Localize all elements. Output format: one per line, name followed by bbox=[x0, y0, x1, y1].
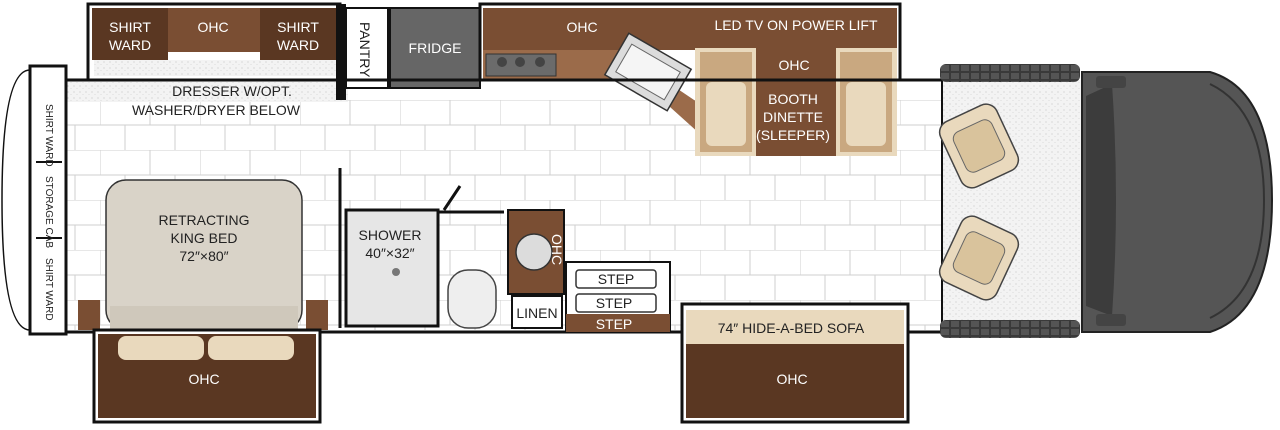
booth-label-1: BOOTH bbox=[768, 91, 818, 107]
passenger-seat bbox=[938, 215, 1020, 301]
booth-label-3: (SLEEPER) bbox=[756, 127, 830, 143]
nightstand-left bbox=[78, 300, 100, 330]
linen bbox=[511, 295, 563, 329]
pantry-label: PANTRY bbox=[357, 22, 373, 78]
booth-label-2: DINETTE bbox=[763, 109, 823, 125]
cab-nose bbox=[1081, 71, 1274, 333]
dresser-label-2: WASHER/DRYER BELOW bbox=[132, 102, 301, 118]
bath-door bbox=[442, 185, 462, 211]
booth-ohc-label: OHC bbox=[778, 57, 809, 73]
ohc-kitchen bbox=[483, 8, 695, 50]
mirror-bottom bbox=[1096, 314, 1126, 326]
mirror-top bbox=[1096, 76, 1126, 88]
ohc-sofa-slide bbox=[686, 344, 904, 418]
step-2 bbox=[575, 293, 657, 313]
step-3-label: STEP bbox=[596, 316, 633, 332]
shirt-ward-left-label-1: SHIRT bbox=[109, 19, 151, 35]
shirt-ward-right-label-1: SHIRT bbox=[277, 19, 319, 35]
nightstand-right bbox=[306, 300, 328, 330]
pillow-left bbox=[118, 336, 204, 360]
vanity-sink bbox=[515, 233, 553, 271]
rear-shirt-ward-top-label: SHIRT WARD bbox=[43, 104, 54, 167]
dresser-label-1: DRESSER W/OPT. bbox=[172, 83, 292, 99]
sofa-cushion bbox=[686, 310, 904, 344]
shower-label-2: 40″×32″ bbox=[365, 245, 414, 261]
dresser-carpet bbox=[60, 78, 348, 102]
shirt-ward-left-label-2: WARD bbox=[109, 37, 151, 53]
led-tv-label: LED TV ON POWER LIFT bbox=[714, 17, 878, 33]
step-1 bbox=[575, 269, 657, 289]
linen-label: LINEN bbox=[516, 305, 557, 321]
led-tv bbox=[695, 8, 897, 48]
shower-drain bbox=[392, 268, 400, 276]
shirt-ward-left bbox=[92, 8, 168, 60]
king-bed-label-1: RETRACTING bbox=[159, 212, 250, 228]
sofa-label: 74″ HIDE-A-BED SOFA bbox=[718, 320, 865, 336]
shower-label-1: SHOWER bbox=[359, 227, 422, 243]
step-3 bbox=[566, 314, 670, 332]
toilet bbox=[447, 269, 497, 329]
rear-shirt-ward-bottom-label: SHIRT WARD bbox=[43, 258, 54, 321]
bedroom-wall bbox=[336, 4, 346, 100]
wheel-well-top bbox=[940, 64, 1080, 82]
pillow-right bbox=[208, 336, 294, 360]
pantry bbox=[345, 7, 389, 89]
bath-ohc-label: OHC bbox=[549, 234, 565, 265]
driver-seat bbox=[938, 103, 1020, 189]
step-1-label: STEP bbox=[598, 271, 635, 287]
fridge-label: FRIDGE bbox=[409, 40, 462, 56]
king-bed-label-2: KING BED bbox=[171, 230, 238, 246]
rear-storage-cab-label: STORAGE CAB bbox=[43, 176, 54, 248]
ohc-closet-label: OHC bbox=[197, 19, 228, 35]
ohc-bedroom-slide-label: OHC bbox=[188, 371, 219, 387]
shower bbox=[344, 208, 440, 328]
rear-wall bbox=[28, 64, 68, 336]
wheel-well-bottom bbox=[940, 320, 1080, 338]
ohc-closet bbox=[168, 8, 260, 52]
shirt-ward-right-label-2: WARD bbox=[277, 37, 319, 53]
shirt-ward-right bbox=[260, 8, 336, 60]
rear-cap bbox=[1, 69, 31, 331]
step-2-label: STEP bbox=[596, 295, 633, 311]
ohc-kitchen-label: OHC bbox=[566, 19, 597, 35]
king-bed-label-3: 72″×80″ bbox=[179, 248, 228, 264]
ohc-sofa-slide-label: OHC bbox=[776, 371, 807, 387]
windshield bbox=[1086, 84, 1116, 316]
dinette-table bbox=[756, 48, 836, 156]
